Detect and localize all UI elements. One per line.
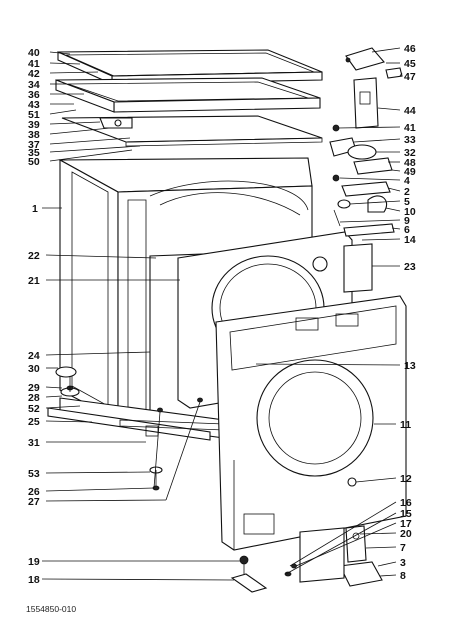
lower-screws [149,397,203,491]
callout-2: 2 [404,186,410,198]
callout-19: 19 [28,556,40,568]
callout-51: 51 [28,109,40,121]
document-number: 1554850-010 [26,604,76,614]
callout-49: 49 [404,166,416,178]
callout-12: 12 [400,473,412,485]
callout-1: 1 [32,203,38,215]
callout-26: 26 [28,486,40,498]
callout-34: 34 [28,79,40,91]
callout-14: 14 [404,234,416,246]
top-right-hinge [345,47,403,129]
callouts-right: 46 45 47 44 41 33 32 48 49 4 2 5 10 9 6 … [400,43,416,582]
callout-35: 35 [28,147,40,159]
callout-30: 30 [28,363,40,375]
leader-lines [41,47,403,581]
callout-45: 45 [404,58,416,70]
callout-24: 24 [28,350,40,362]
callout-47: 47 [404,71,416,83]
callout-32: 32 [404,147,416,159]
callout-53: 53 [28,468,40,480]
callout-39: 39 [28,119,40,131]
callout-42: 42 [28,68,40,80]
callout-20: 20 [400,528,412,540]
callout-5: 5 [404,196,410,208]
callout-27: 27 [28,496,40,508]
callout-37: 37 [28,139,40,151]
callout-21: 21 [28,275,40,287]
callout-43: 43 [28,99,40,111]
callout-4: 4 [404,175,410,187]
callouts-left: 40 41 42 34 36 43 51 39 38 37 35 50 1 22… [28,47,40,586]
callout-25: 25 [28,416,40,428]
callout-48: 48 [404,157,416,169]
callout-7: 7 [400,542,406,554]
callout-50: 50 [28,156,40,168]
callout-36: 36 [28,89,40,101]
callout-52: 52 [28,403,40,415]
callout-40: 40 [28,47,40,59]
callout-3: 3 [400,557,406,569]
callout-33: 33 [404,134,416,146]
callout-41-right: 41 [404,122,416,134]
callout-41: 41 [28,58,40,70]
callout-23: 23 [404,261,416,273]
adjustable-feet [55,366,80,397]
callout-22: 22 [28,250,40,262]
callout-18: 18 [28,574,40,586]
callout-16: 16 [400,497,412,509]
callout-38: 38 [28,129,40,141]
callout-11: 11 [400,419,411,431]
callout-15: 15 [400,508,412,520]
top-frame [55,77,321,113]
callout-46: 46 [404,43,416,55]
callout-9: 9 [404,215,410,227]
callout-6: 6 [404,224,410,236]
door-catch-bracket [230,555,268,593]
callout-44: 44 [404,105,416,117]
callout-8: 8 [400,570,406,582]
callout-17: 17 [400,518,412,530]
callout-10: 10 [404,206,416,218]
callout-31: 31 [28,437,40,449]
seal-plate [61,115,323,147]
callout-29: 29 [28,382,40,394]
callout-13: 13 [404,360,416,372]
parts-artwork [47,47,407,593]
front-panel [215,295,407,551]
callout-28: 28 [28,392,40,404]
